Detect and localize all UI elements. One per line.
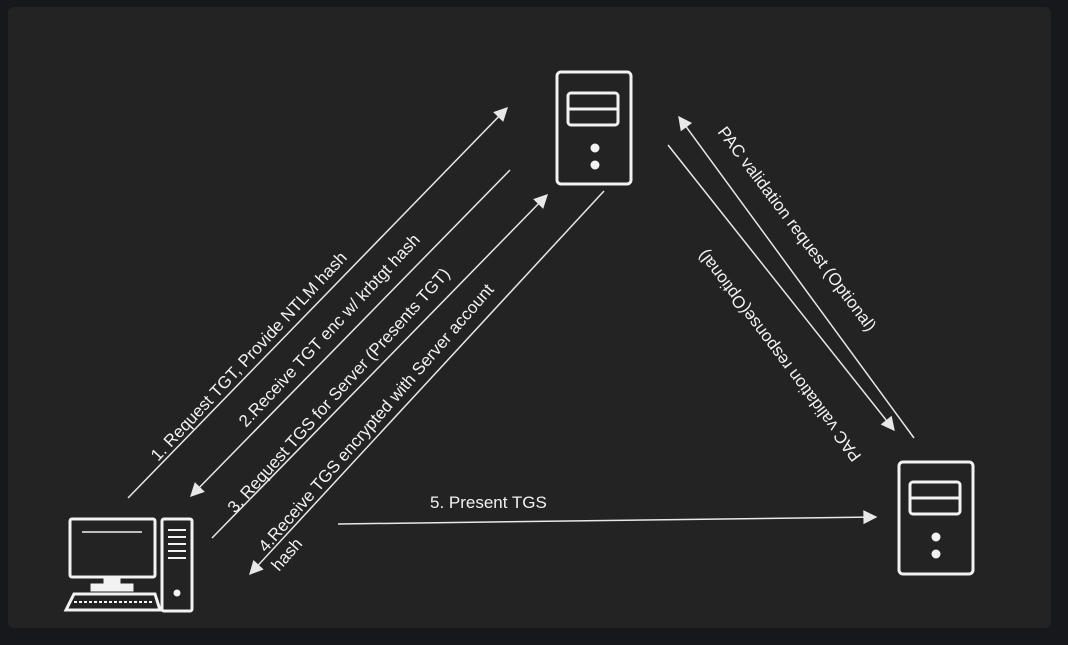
label-step1: 1. Request TGT, Provide NTLM hash [147, 248, 351, 465]
arrow-step4 [249, 190, 605, 576]
arrow-step1 [127, 106, 508, 499]
client-workstation-icon [63, 517, 194, 613]
arrow-pac-response [667, 144, 895, 432]
label-step5: 5. Present TGS [430, 493, 547, 512]
arrow-step5 [337, 510, 878, 525]
arrow-pac-request [678, 115, 915, 439]
arrow-step2 [190, 169, 511, 498]
diagram-panel [8, 7, 1051, 628]
arrow-step3 [211, 193, 548, 539]
kdc-server-icon [555, 70, 633, 186]
target-server-icon [897, 460, 975, 576]
